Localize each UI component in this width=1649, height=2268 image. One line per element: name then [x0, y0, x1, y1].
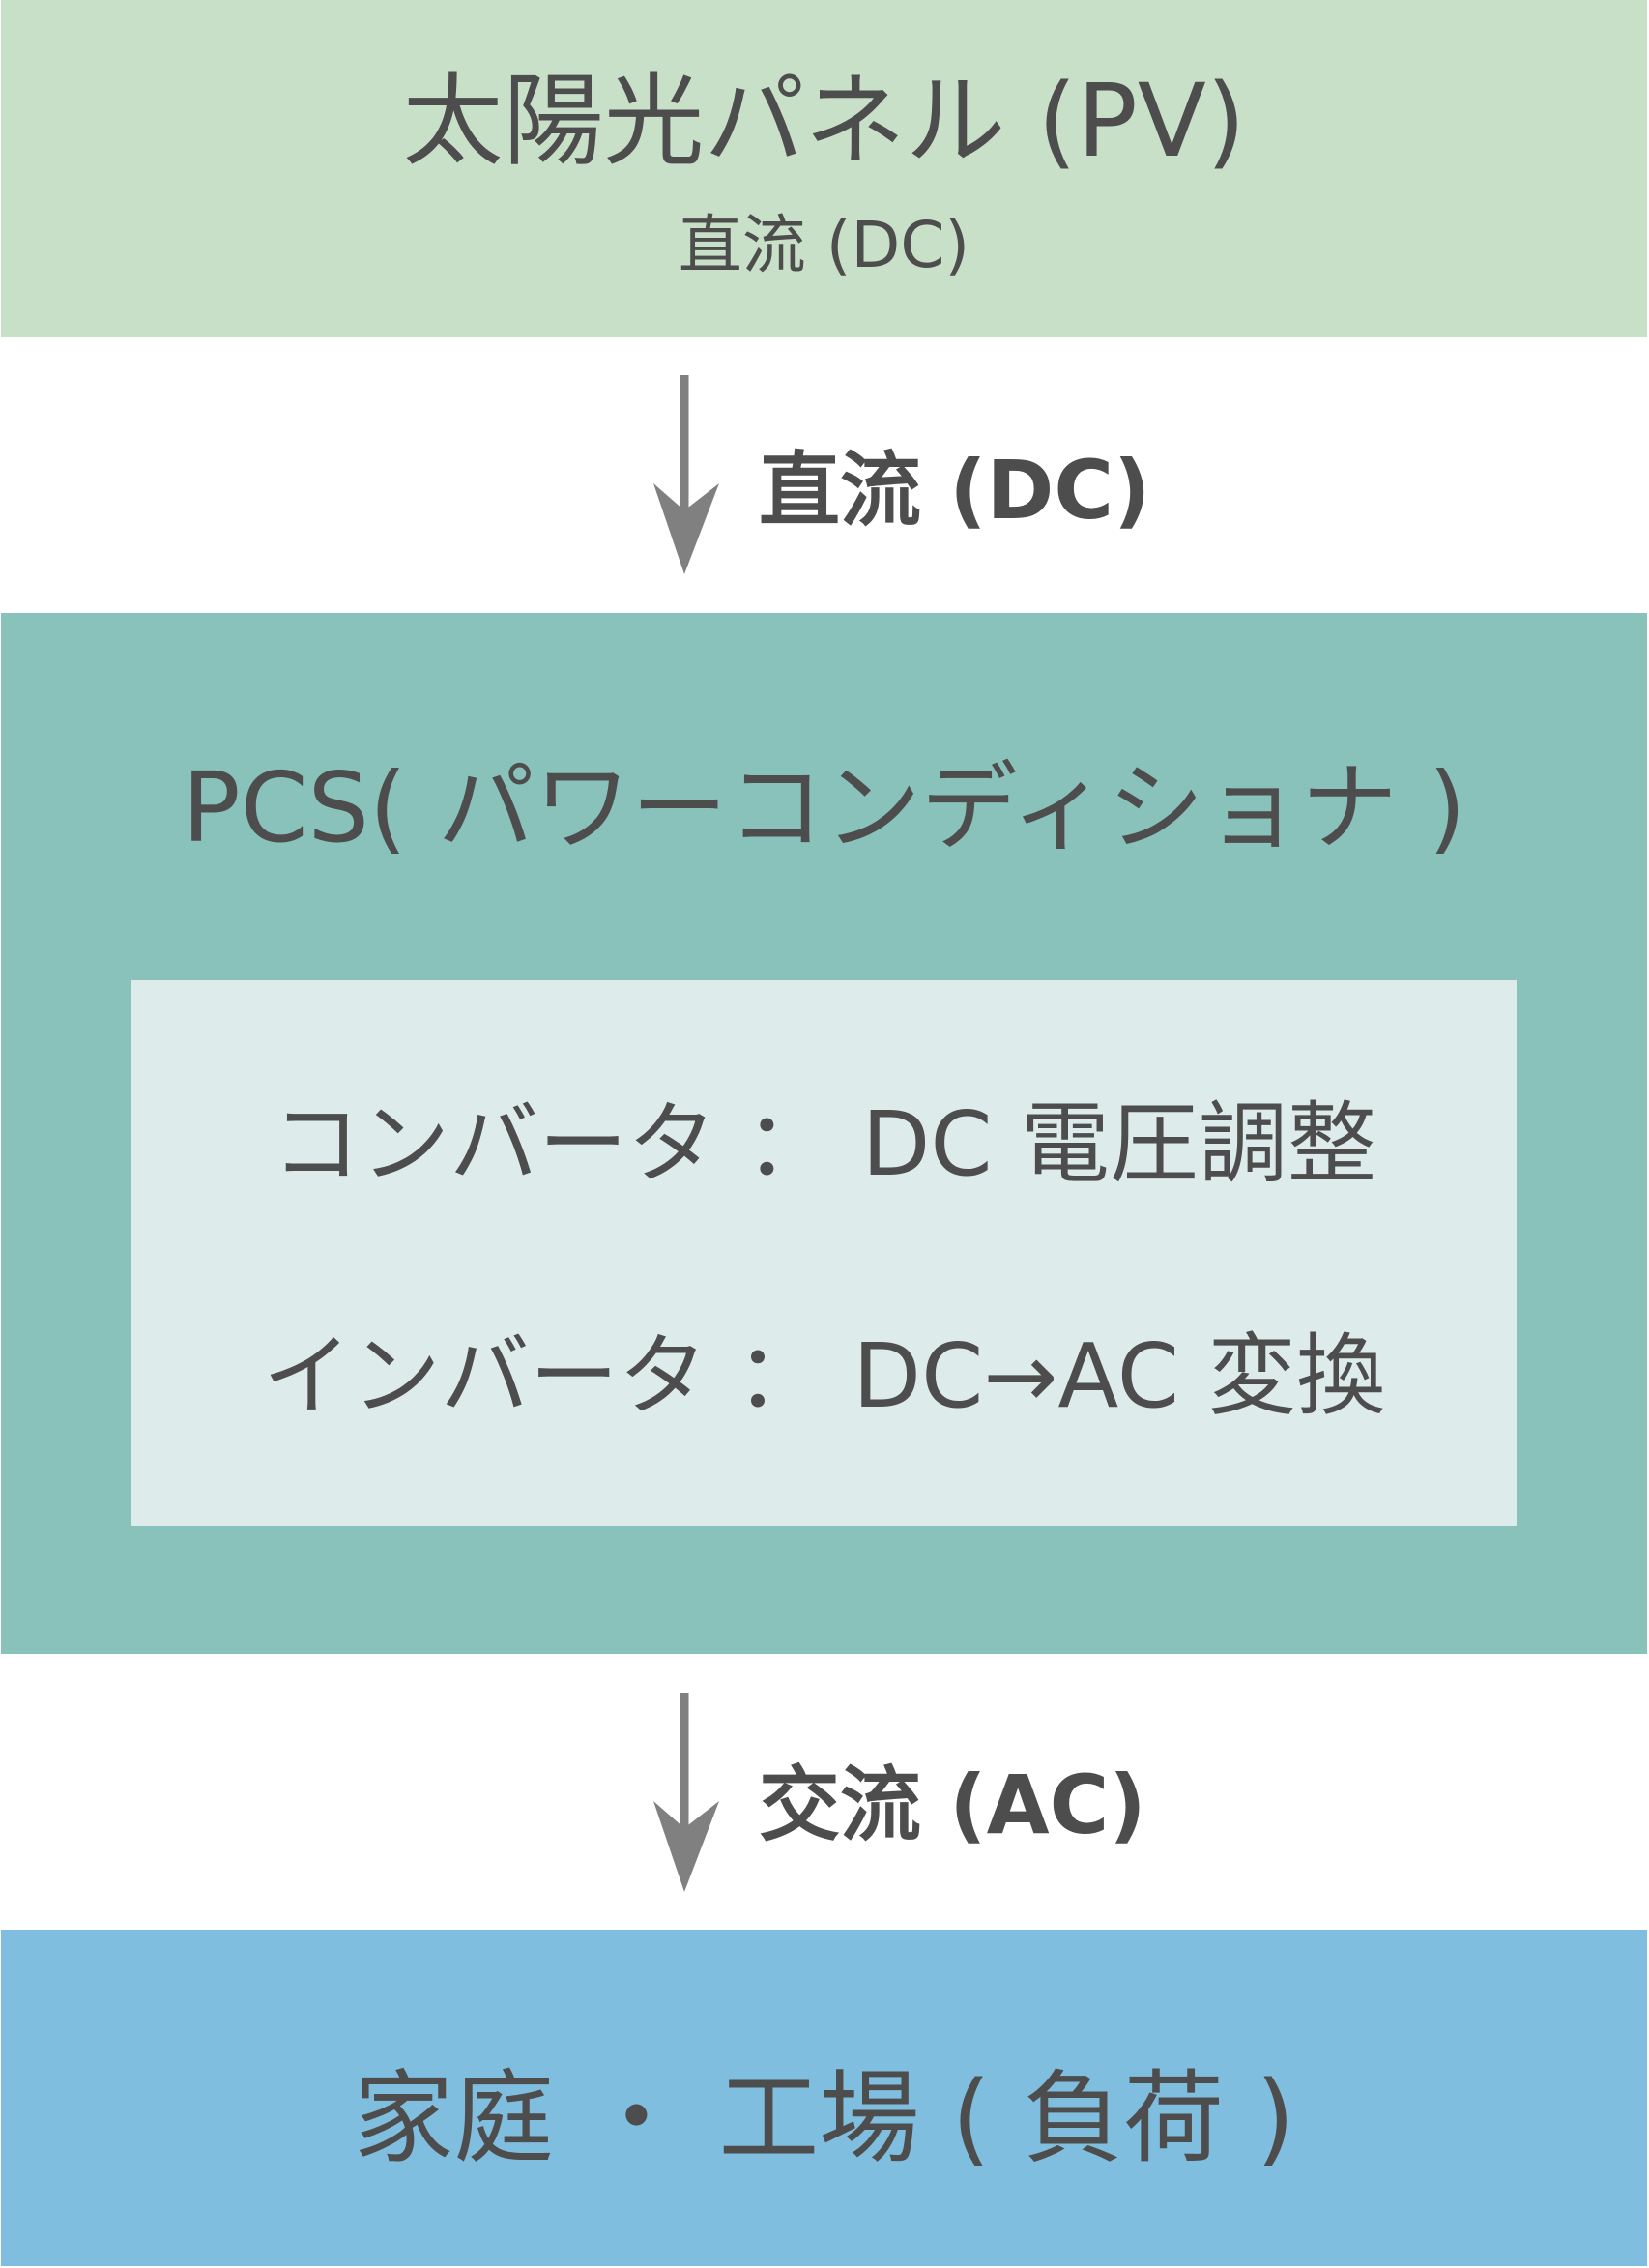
- pcs-box: PCS( パワーコンディショナ ) コンバータ ： DC 電圧調整 インバータ …: [1, 613, 1647, 1654]
- load-box: 家庭 ・ 工場 ( 負荷 ): [1, 1930, 1647, 2266]
- inverter-text: インバータ ： DC→AC 変換: [262, 1324, 1386, 1428]
- ac-flow-label: 交流 (AC): [759, 1758, 1146, 1852]
- pv-title: 太陽光パネル (PV): [402, 62, 1246, 180]
- dc-flow-label: 直流 (DC): [759, 443, 1151, 538]
- pcs-title: PCS( パワーコンディショナ ): [182, 751, 1466, 864]
- pv-subtitle: 直流 (DC): [678, 208, 970, 282]
- arrow-down-icon: [653, 375, 719, 574]
- load-title: 家庭 ・ 工場 ( 負荷 ): [353, 2059, 1295, 2177]
- pcs-components-box: コンバータ ： DC 電圧調整 インバータ ： DC→AC 変換: [131, 980, 1517, 1526]
- converter-text: コンバータ ： DC 電圧調整: [272, 1092, 1376, 1196]
- pv-panel-box: 太陽光パネル (PV) 直流 (DC): [1, 0, 1647, 337]
- arrow-down-icon: [653, 1693, 719, 1892]
